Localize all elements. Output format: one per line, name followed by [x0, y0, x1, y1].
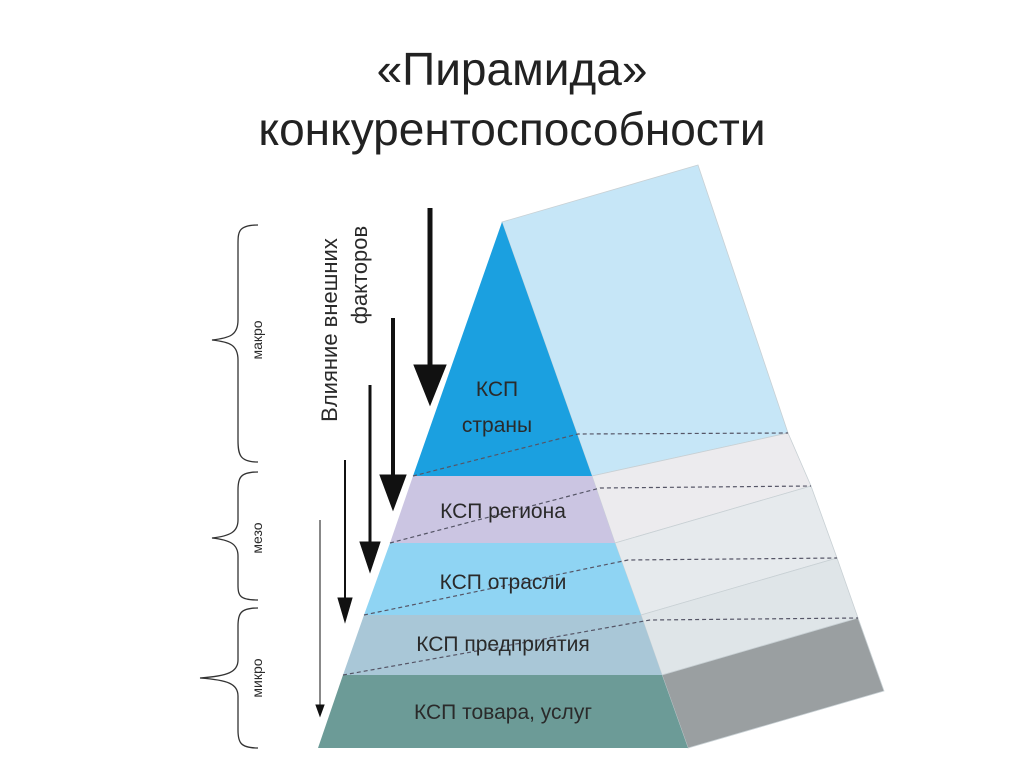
influence-label-1: Влияние внешних — [317, 238, 342, 422]
macro-label: макро — [249, 320, 265, 359]
micro-label: микро — [249, 658, 265, 697]
layer-5-label: КСП товара, услуг — [414, 701, 592, 724]
influence-arrows — [315, 208, 447, 718]
front-layer-3 — [364, 543, 641, 615]
title-line-1: «Пирамида» — [376, 43, 648, 95]
title-line-2: конкурентоспособности — [258, 103, 766, 155]
level-braces — [199, 224, 259, 749]
front-layer-1 — [413, 222, 592, 476]
layer-4-label: КСП предприятия — [416, 633, 590, 656]
layer-1-label-a: КСП — [476, 378, 518, 401]
front-layer-2 — [390, 476, 615, 543]
hidden-lines — [342, 432, 859, 676]
front-layer-4 — [343, 615, 662, 675]
influence-label-2: факторов — [347, 226, 372, 324]
front-layer-5 — [318, 675, 688, 748]
layer-3-label: КСП отрасли — [440, 571, 567, 594]
meso-label: мезо — [249, 522, 265, 553]
layer-2-label: КСП региона — [440, 500, 566, 523]
layer-1-label-b: страны — [462, 414, 532, 437]
